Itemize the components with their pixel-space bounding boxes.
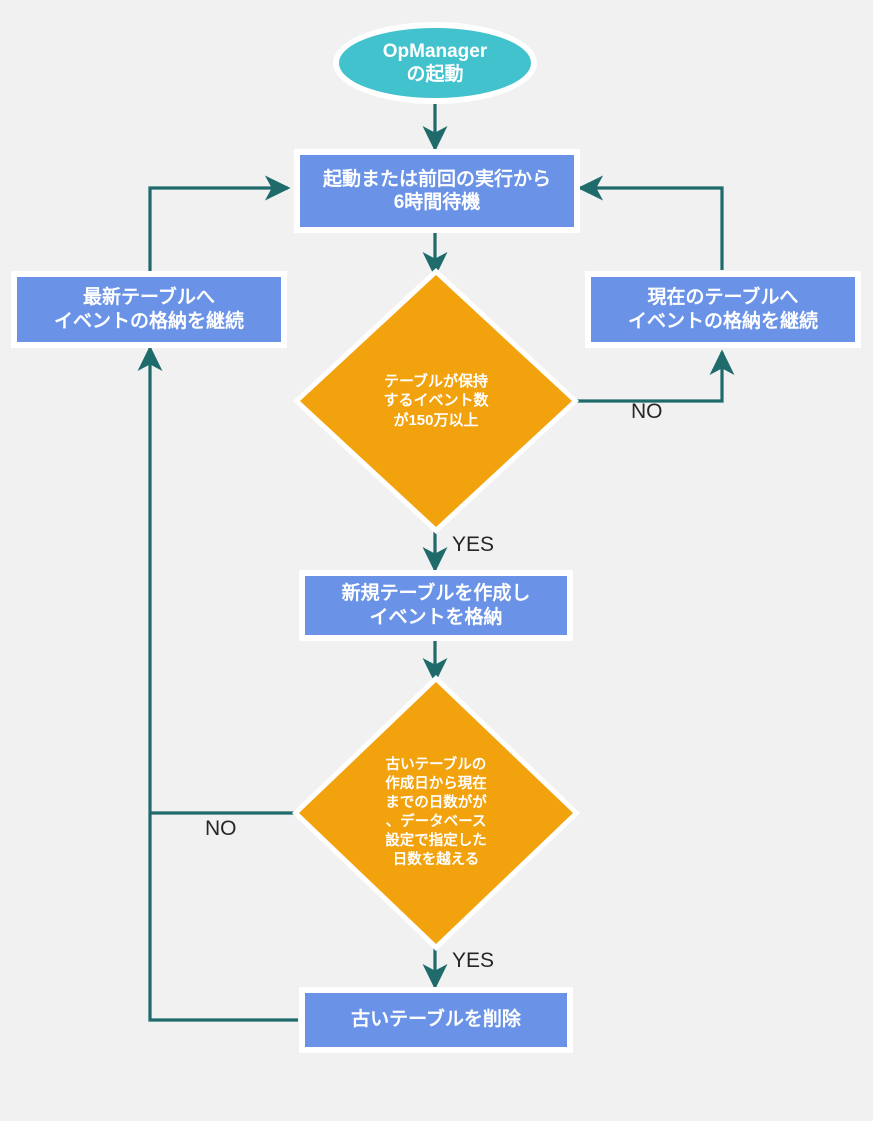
node-decision-event-count-label: テーブルが保持 するイベント数 が150万以上: [383, 372, 489, 429]
node-decision-event-count[interactable]: テーブルが保持 するイベント数 が150万以上: [293, 268, 579, 534]
node-wait[interactable]: 起動または前回の実行から 6時間待機: [294, 149, 580, 233]
node-continue-latest[interactable]: 最新テーブルへ イベントの格納を継続: [11, 271, 287, 348]
edge-label-age-yes: YES: [452, 949, 495, 972]
node-create-table[interactable]: 新規テーブルを作成し イベントを格納: [299, 570, 573, 641]
node-start[interactable]: OpManager の起動: [333, 22, 537, 104]
node-start-label: OpManager の起動: [382, 40, 488, 85]
node-delete-table[interactable]: 古いテーブルを削除: [299, 987, 573, 1053]
node-decision-table-age[interactable]: 古いテーブルの 作成日から現在 までの日数がが 、データベース 設定で指定した …: [292, 675, 580, 951]
edge-label-count-no: NO: [631, 400, 663, 423]
node-wait-label: 起動または前回の実行から 6時間待機: [322, 168, 551, 213]
node-continue-current[interactable]: 現在のテーブルへ イベントの格納を継続: [585, 271, 861, 348]
node-decision-table-age-label: 古いテーブルの 作成日から現在 までの日数がが 、データベース 設定で指定した …: [385, 757, 487, 868]
edge-label-count-yes: YES: [452, 533, 495, 556]
edge-count-no-to-continue-current: [577, 349, 735, 403]
node-continue-current-label: 現在のテーブルへ イベントの格納を継続: [627, 287, 818, 332]
edge-label-age-no: NO: [205, 817, 237, 840]
edge-continue-latest-to-wait: [148, 175, 291, 271]
node-continue-latest-label: 最新テーブルへ イベントの格納を継続: [53, 287, 244, 332]
edge-continue-current-to-wait: [577, 175, 724, 270]
edge-delete-table-to-continue-latest: [137, 345, 298, 1022]
node-delete-table-label: 古いテーブルを削除: [351, 1009, 521, 1031]
node-create-table-label: 新規テーブルを作成し イベントを格納: [341, 583, 531, 628]
